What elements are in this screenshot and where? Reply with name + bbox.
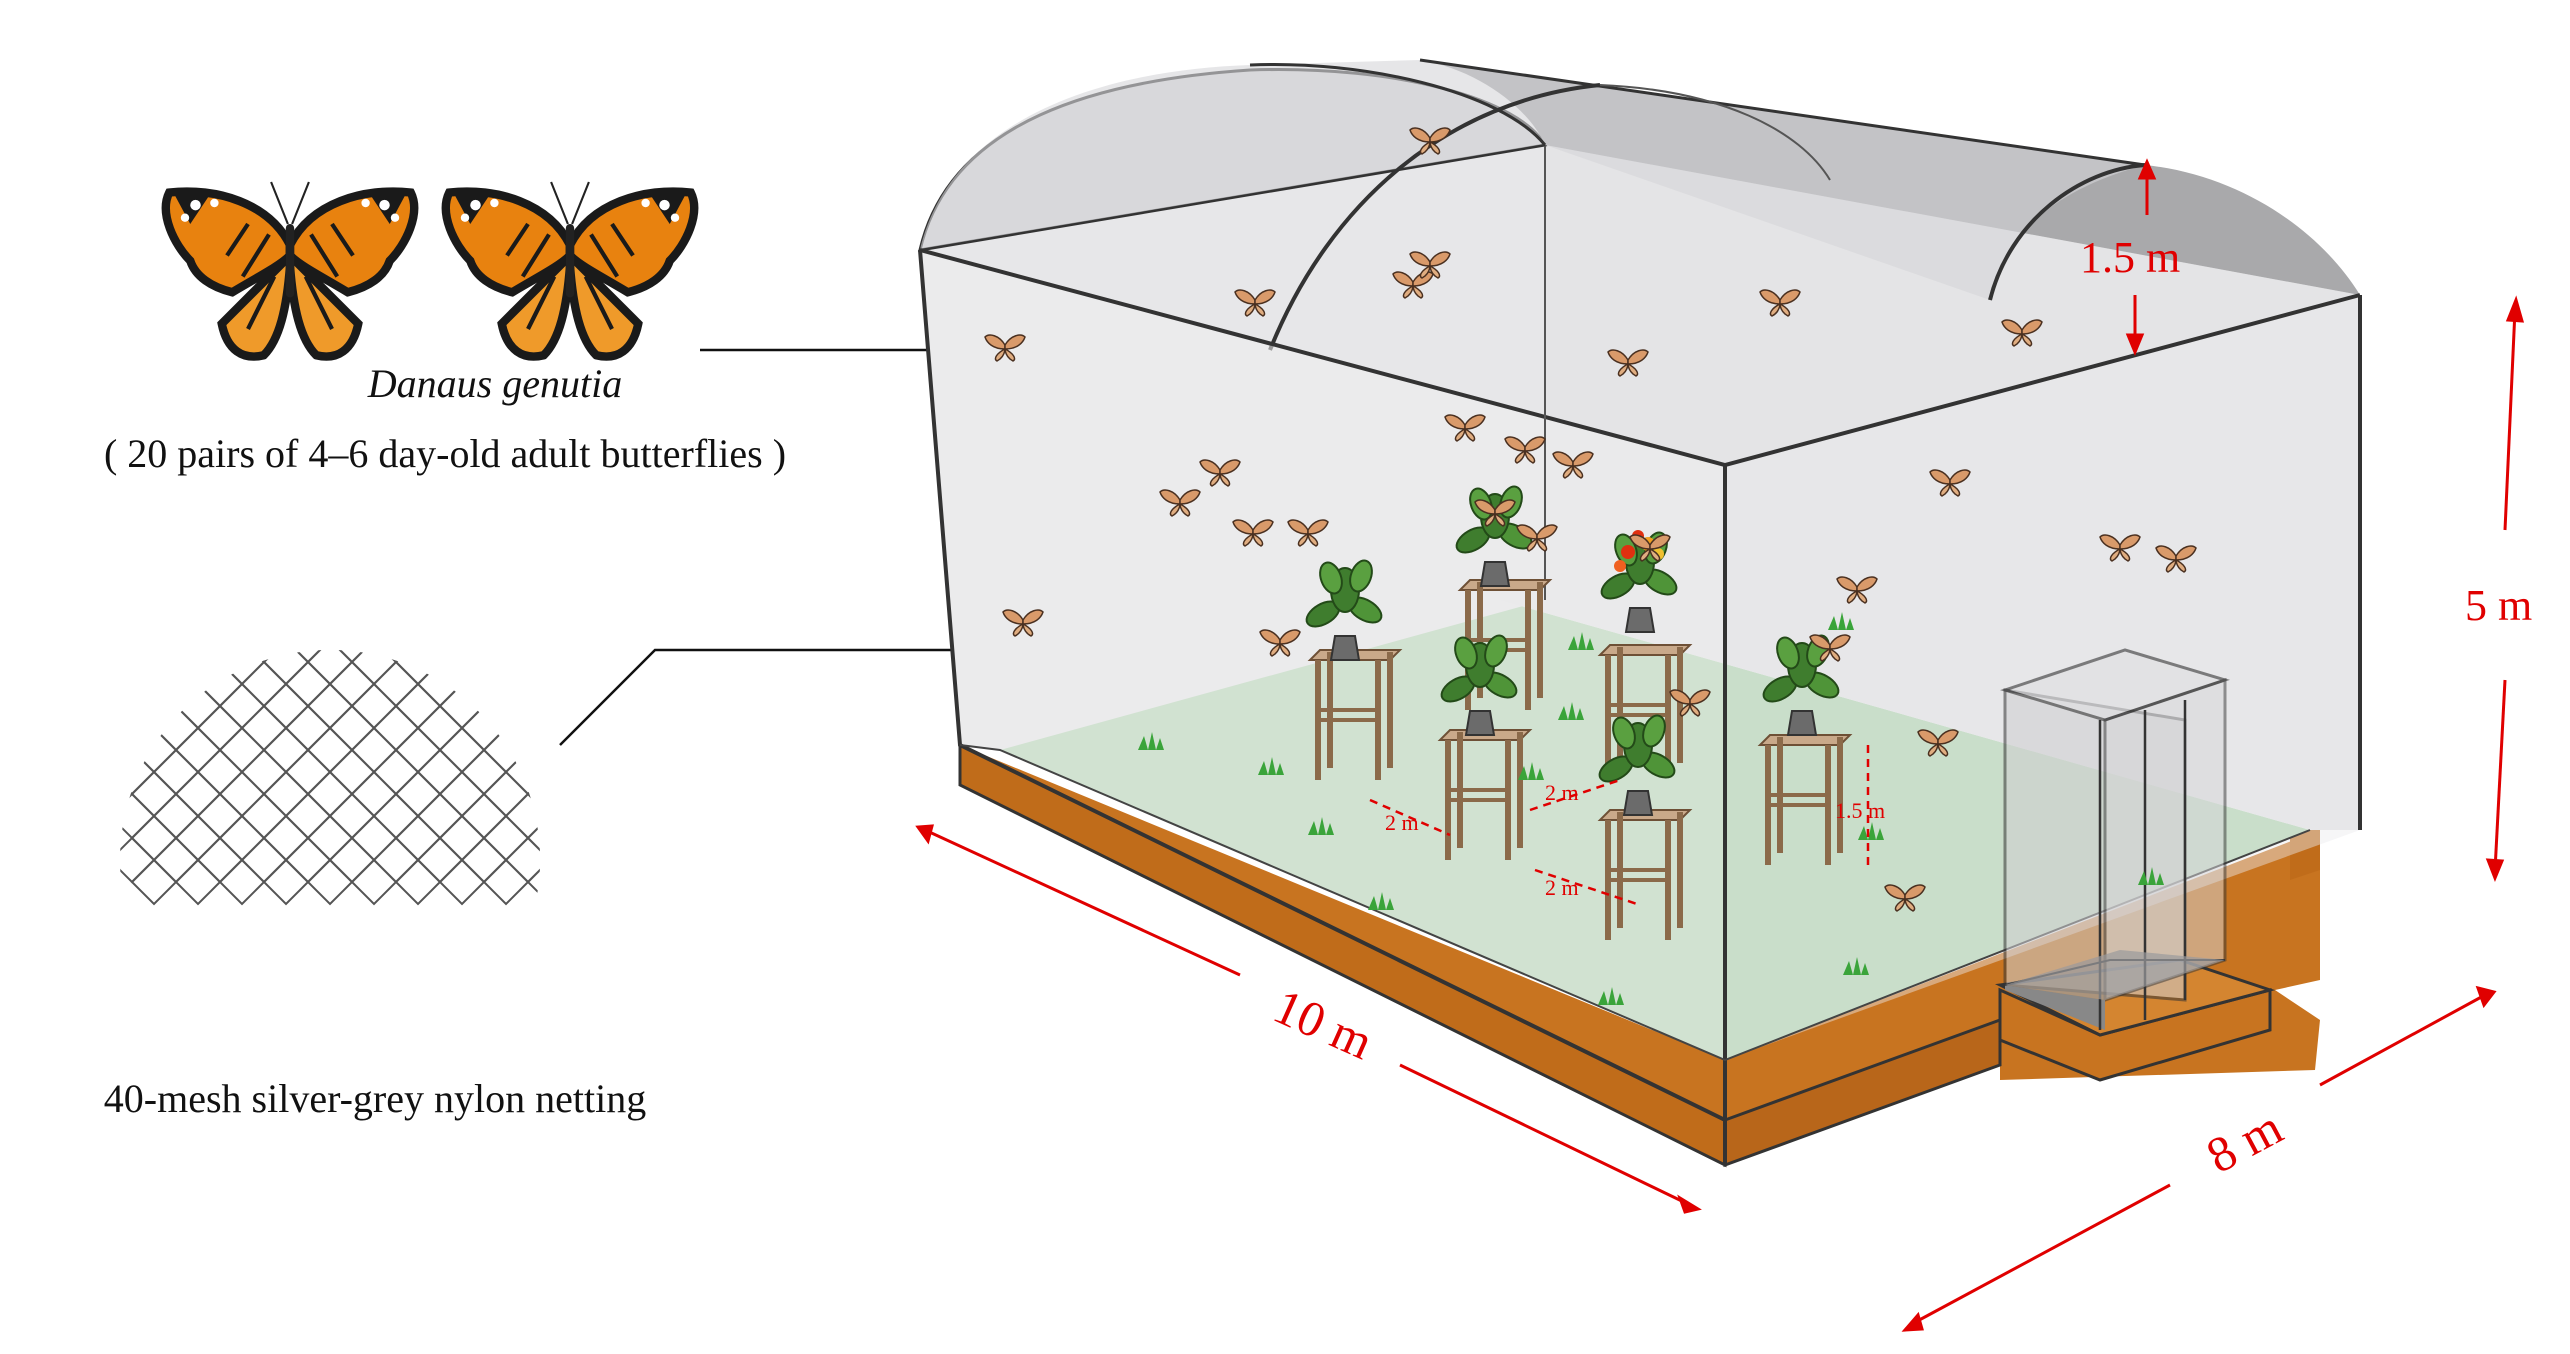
netting-label: 40-mesh silver-grey nylon netting [103, 1076, 647, 1121]
arch-height-marker [2125, 158, 2157, 356]
spacing-label-3: 2 m [1545, 875, 1579, 900]
height-marker [2485, 295, 2525, 883]
spacing-label-1: 2 m [1385, 810, 1419, 835]
species-note: ( 20 pairs of 4–6 day-old adult butterfl… [103, 431, 787, 476]
roof-top [920, 60, 2145, 300]
species-name: Danaus genutia [367, 361, 623, 406]
butterfly-specimen-left [166, 182, 414, 357]
width-label: 8 m [2197, 1098, 2291, 1183]
length-label: 10 m [1266, 978, 1382, 1070]
butterfly-specimen-right [446, 182, 694, 357]
spacing-label-2: 2 m [1545, 780, 1579, 805]
stand-height-label: 1.5 m [1835, 798, 1885, 823]
length-marker [915, 824, 1702, 1214]
width-marker [1901, 985, 2497, 1332]
entrance-vestibule [2000, 648, 2230, 1030]
height-label: 5 m [2465, 581, 2532, 630]
spacing-markers [1369, 745, 1870, 907]
nylon-netting-swatch [120, 650, 540, 905]
netting-leader-line [559, 648, 1090, 746]
enclosure [918, 58, 2362, 1168]
arch-height-label: 1.5 m [2080, 233, 2180, 282]
